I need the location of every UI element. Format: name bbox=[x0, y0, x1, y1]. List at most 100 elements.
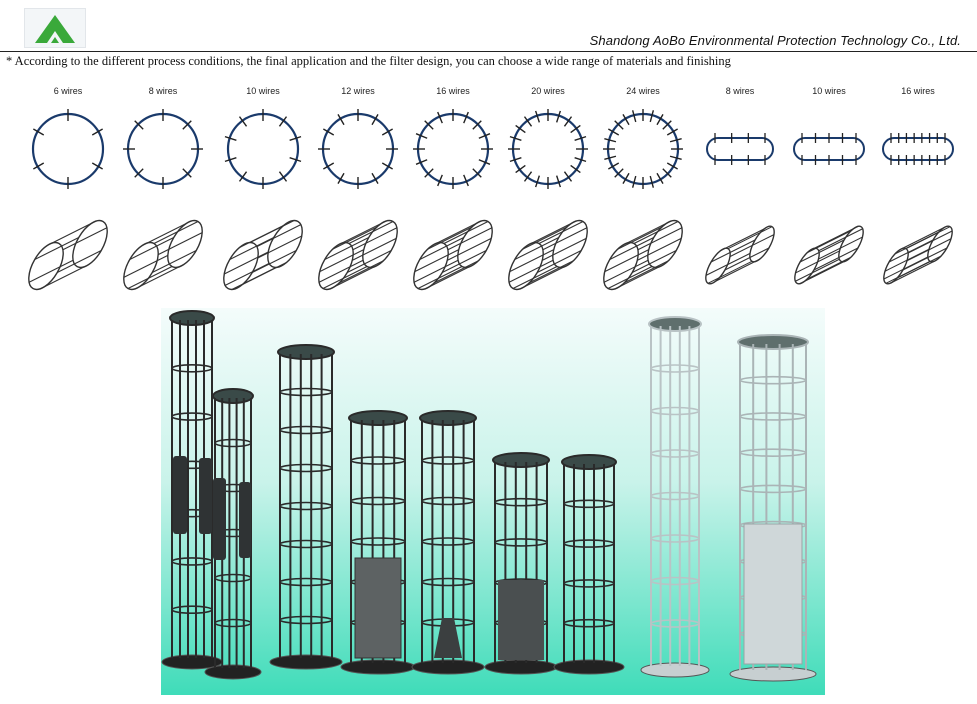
company-name: Shandong AoBo Environmental Protection T… bbox=[589, 33, 961, 48]
wire-tick bbox=[381, 162, 393, 170]
cage-wire bbox=[907, 230, 953, 254]
wire-tick bbox=[509, 156, 522, 163]
cage-wire bbox=[139, 264, 185, 288]
wire-tick bbox=[515, 124, 526, 134]
wire-tick bbox=[608, 128, 620, 136]
cage-wire bbox=[442, 250, 487, 273]
wire-tick bbox=[91, 162, 103, 170]
cage-wire bbox=[633, 220, 679, 244]
wire-tick bbox=[278, 171, 288, 182]
cage-wire bbox=[347, 250, 392, 273]
wire-tick bbox=[631, 175, 637, 188]
cage-wire bbox=[531, 220, 576, 244]
cage-wire bbox=[883, 256, 929, 280]
wire-tick bbox=[555, 175, 562, 188]
cage-wire bbox=[249, 220, 295, 244]
wire-tick bbox=[622, 172, 630, 184]
cage-wire bbox=[799, 239, 845, 263]
cage-wire bbox=[520, 266, 565, 290]
cage-wire bbox=[141, 222, 187, 246]
cage-wire-label: 6 wires bbox=[54, 86, 83, 96]
wire-tick bbox=[238, 116, 248, 127]
cage-wire bbox=[153, 220, 199, 244]
wire-tick bbox=[662, 168, 672, 178]
cage-ring bbox=[563, 579, 615, 588]
cage-wire bbox=[425, 266, 470, 290]
venturi-insert bbox=[354, 557, 402, 659]
cage-wire bbox=[615, 266, 660, 290]
cage-top-cap bbox=[737, 334, 809, 350]
cage-wire bbox=[724, 247, 770, 271]
cage-wire bbox=[51, 220, 96, 244]
wire-tick bbox=[424, 168, 434, 178]
cage-wire bbox=[434, 260, 479, 284]
cage-wire-label: 16 wires bbox=[901, 86, 935, 96]
triangle-mountain-logo-icon bbox=[35, 15, 75, 43]
wire-tick bbox=[91, 128, 103, 136]
cage-end-ring bbox=[705, 247, 731, 285]
cage-wire bbox=[814, 225, 859, 249]
wire-tick bbox=[662, 120, 672, 130]
cage-wire bbox=[224, 251, 269, 275]
cage-wire bbox=[508, 259, 554, 283]
cage-wire bbox=[127, 266, 173, 290]
cage-wire bbox=[231, 266, 277, 290]
cage-wire bbox=[157, 232, 203, 256]
cage-wire bbox=[624, 260, 669, 284]
wire-tick bbox=[666, 162, 678, 170]
filter-cage bbox=[204, 388, 262, 680]
cage-wire bbox=[28, 259, 74, 283]
cage-wire-label: 8 wires bbox=[149, 86, 178, 96]
wire-tick bbox=[523, 116, 533, 127]
wire-tick bbox=[614, 120, 624, 130]
cage-wire-label: 10 wires bbox=[246, 86, 280, 96]
cage-ring bbox=[739, 412, 807, 421]
cage-wire bbox=[319, 249, 364, 273]
cage-wire bbox=[348, 220, 394, 244]
cage-ring bbox=[650, 406, 700, 416]
cage-ring bbox=[739, 375, 807, 385]
cage-wire bbox=[427, 226, 472, 250]
cage-wire bbox=[626, 220, 671, 244]
cage-end-ring bbox=[749, 225, 775, 263]
cage-top-cap bbox=[348, 410, 408, 426]
materials-note: * According to the different process con… bbox=[6, 54, 731, 68]
cage-ring bbox=[171, 557, 213, 566]
wire-tick bbox=[224, 135, 237, 142]
filter-cage bbox=[340, 410, 416, 675]
cage-ring bbox=[214, 438, 252, 448]
ring-outline bbox=[31, 112, 105, 186]
wire-tick bbox=[570, 124, 581, 134]
wire-tick bbox=[134, 168, 144, 178]
wire-tick bbox=[371, 172, 379, 184]
cage-wire bbox=[352, 227, 398, 251]
wire-tick bbox=[614, 168, 624, 178]
ring-outline bbox=[226, 112, 300, 186]
filter-cage-photo bbox=[161, 308, 825, 695]
cage-wire bbox=[443, 220, 489, 244]
cage-ring bbox=[494, 497, 548, 507]
cage-ring bbox=[563, 539, 615, 548]
cage-wire bbox=[795, 250, 840, 274]
cage-ring bbox=[279, 501, 333, 511]
wire-tick bbox=[656, 172, 664, 184]
cage-wire bbox=[538, 220, 584, 244]
cage-wire bbox=[905, 226, 951, 250]
cage-top-cap bbox=[169, 310, 215, 326]
cage-wire bbox=[34, 237, 79, 260]
cage-wire bbox=[542, 227, 588, 251]
cage-group: 10 wires bbox=[223, 86, 303, 291]
cage-base bbox=[640, 662, 710, 678]
cage-wire bbox=[818, 228, 863, 252]
cage-ring bbox=[650, 619, 700, 628]
wire-tick bbox=[472, 168, 482, 178]
cage-wire bbox=[447, 237, 492, 261]
cage-wire bbox=[318, 259, 364, 283]
wire-tick bbox=[523, 171, 533, 182]
cage-wire bbox=[62, 227, 108, 251]
cage-ring bbox=[494, 538, 548, 547]
wire-tick bbox=[555, 110, 562, 123]
wire-tick bbox=[631, 110, 637, 123]
cage-wire bbox=[603, 259, 649, 283]
cage-wire-label: 16 wires bbox=[436, 86, 470, 96]
